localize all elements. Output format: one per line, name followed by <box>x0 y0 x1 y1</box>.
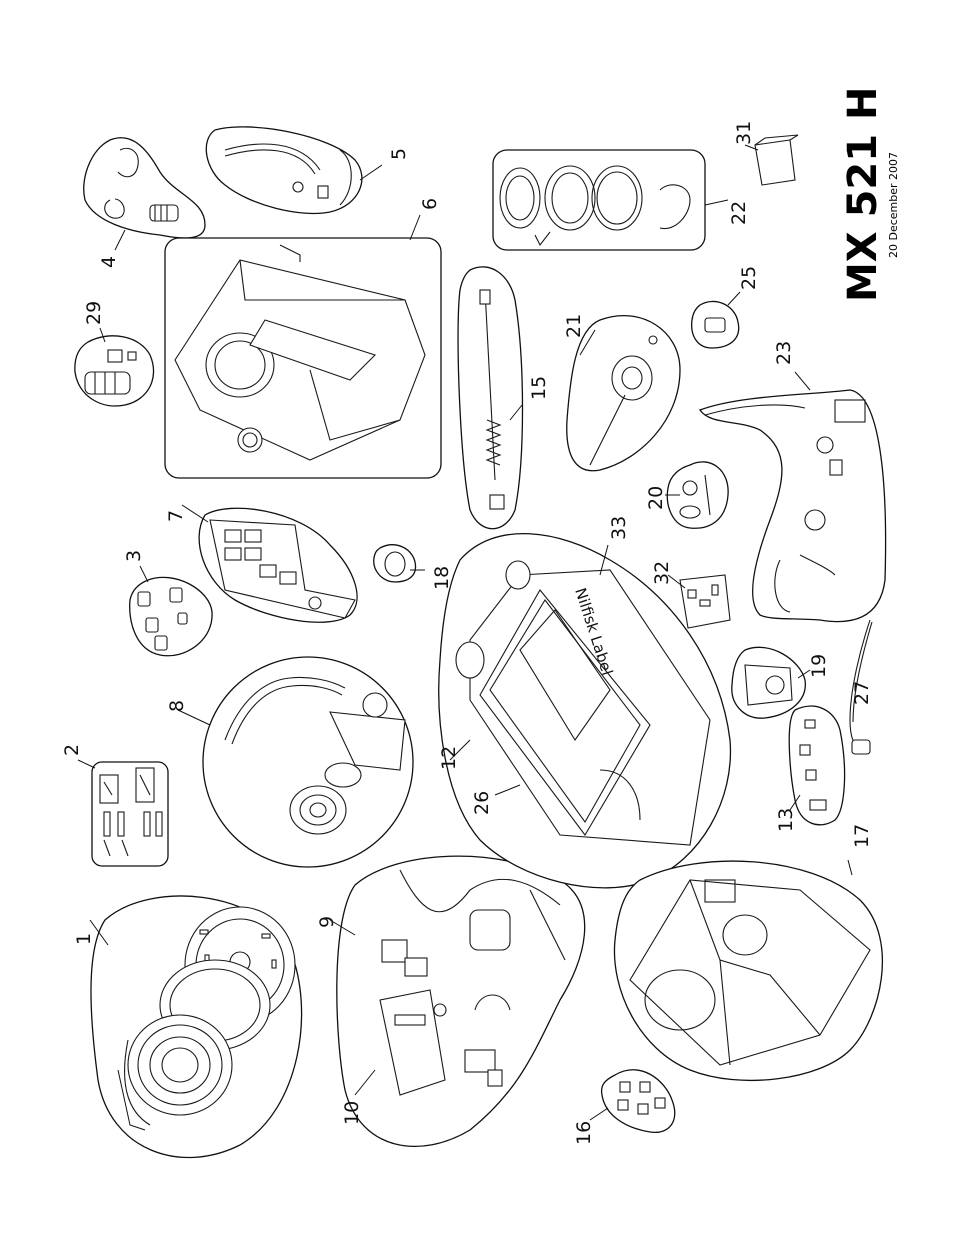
callout-9: 9 <box>316 916 338 928</box>
part-3-switch-caps <box>129 576 213 657</box>
part-23-hose-group <box>699 389 887 623</box>
part-4-hose-filter <box>83 137 206 239</box>
callout-18: 18 <box>431 566 453 590</box>
callout-17: 17 <box>851 824 873 848</box>
callout-3: 3 <box>123 550 145 562</box>
callout-4: 4 <box>98 256 120 268</box>
callout-15: 15 <box>528 376 550 400</box>
part-20-valve <box>666 461 729 529</box>
part-21-roller <box>566 315 681 472</box>
part-12-solution-tank <box>438 533 732 889</box>
callout-12: 12 <box>438 746 460 770</box>
part-29-filter <box>74 335 155 407</box>
part-25-fitting <box>691 300 740 349</box>
part-32-circuit-board <box>679 574 731 629</box>
callout-20: 20 <box>645 486 667 510</box>
callout-25: 25 <box>738 266 760 290</box>
callout-7: 7 <box>165 510 187 522</box>
part-17-cover <box>613 860 883 1082</box>
revision-date: 20 December 2007 <box>887 152 900 258</box>
callout-32: 32 <box>651 561 673 585</box>
part-7-control-panel <box>198 507 358 623</box>
callout-21: 21 <box>563 314 585 338</box>
part-9-pump-group <box>336 855 586 1148</box>
callout-10: 10 <box>341 1101 363 1125</box>
part-13-hardware <box>788 705 846 826</box>
callout-26: 26 <box>471 791 493 815</box>
part-1-brush-assembly <box>90 895 303 1159</box>
part-22-seals <box>492 149 706 251</box>
callout-2: 2 <box>61 744 83 756</box>
part-16-clips <box>600 1069 676 1133</box>
callout-5: 5 <box>388 148 410 160</box>
callout-33: 33 <box>608 516 630 540</box>
callout-1: 1 <box>73 933 95 945</box>
part-2-fuse-kit <box>91 761 169 867</box>
callout-19: 19 <box>808 654 830 678</box>
model-title: MX 521 H <box>840 87 886 302</box>
callout-27: 27 <box>851 681 873 705</box>
callout-31: 31 <box>733 121 755 145</box>
part-8-vacuum-motor <box>202 656 414 868</box>
part-5-hose-kit <box>205 126 363 215</box>
callout-13: 13 <box>775 808 797 832</box>
callout-29: 29 <box>83 301 105 325</box>
part-31-control-box <box>754 134 799 186</box>
callout-22: 22 <box>728 201 750 225</box>
part-19-wheel-bracket <box>731 646 806 719</box>
part-6-recovery-tank <box>164 237 442 479</box>
callout-16: 16 <box>573 1121 595 1145</box>
callout-8: 8 <box>166 700 188 712</box>
part-15-shaft <box>457 266 524 530</box>
callout-23: 23 <box>773 341 795 365</box>
part-27-cable <box>849 619 873 755</box>
part-18-plug <box>373 544 417 583</box>
title-block: MX 521 H 20 December 2007 <box>840 87 900 302</box>
callout-6: 6 <box>419 198 441 210</box>
